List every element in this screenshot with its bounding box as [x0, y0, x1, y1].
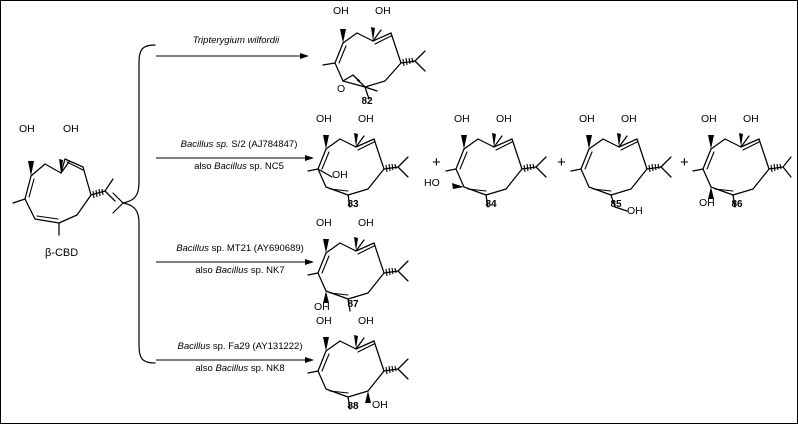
product-86-structure: OH OH OH	[691, 113, 797, 209]
cembranoid-85-skeleton	[570, 133, 672, 212]
bcbd-skeleton	[12, 158, 116, 236]
hash-wedge-isopropyl-85	[648, 163, 660, 173]
branch-3-also-prefix: also	[195, 265, 216, 276]
product-84-ho-lower: HO	[424, 177, 440, 189]
product-85-ch2oh: OH	[627, 205, 643, 217]
cembranoid-84-skeleton	[445, 133, 547, 208]
cembranoid-86-skeleton	[692, 133, 792, 208]
branch-4-organism-line2: also Bacillus sp. NK8	[156, 363, 324, 374]
cembranoid-82-skeleton	[322, 27, 426, 100]
product-82-oh-right: OH	[375, 5, 391, 17]
branch-2-genus-2: Bacillus	[214, 161, 247, 172]
product-82-structure: OH OH O	[319, 5, 451, 100]
cembranoid-87-skeleton	[307, 237, 409, 312]
product-85-number: 85	[610, 199, 622, 210]
product-84-structure: OH OH HO	[424, 113, 562, 208]
branch-2-organism-line1: Bacillus sp. S/2 (AJ784847)	[159, 139, 319, 150]
product-82-epoxide-o: O	[337, 83, 346, 95]
branch-2-also-prefix: also	[194, 161, 215, 172]
branch-4-genus-2: Bacillus	[215, 363, 249, 374]
hash-wedge-isopropyl-83	[385, 163, 397, 173]
branch-4-also-prefix: also	[195, 363, 216, 374]
product-88-oh-lower: OH	[372, 399, 388, 411]
product-82-oh-left: OH	[333, 5, 349, 17]
product-86-oh-lower: OH	[699, 197, 715, 209]
branch-3-genus: Bacillus	[176, 243, 209, 254]
product-88-oh-left: OH	[316, 315, 332, 327]
product-83-number: 83	[347, 199, 359, 210]
product-87-structure: OH OH OH	[306, 217, 430, 313]
hash-wedge-isopropyl-88	[385, 365, 397, 375]
plus-85-86: +	[680, 154, 689, 171]
hash-wedge-isopropyl-84	[523, 163, 535, 173]
product-83-oh-inner: OH	[332, 169, 348, 181]
product-87-oh-left: OH	[316, 217, 332, 229]
branch-4-arrow	[156, 355, 316, 367]
branch-4-strain-2: sp. NK8	[248, 363, 285, 374]
hash-wedge-isopropyl	[92, 188, 104, 199]
product-88-structure: OH OH OH	[306, 315, 434, 411]
branch-2-strain: S/2 (AJ784847)	[228, 139, 298, 150]
hash-wedge-isopropyl-86	[770, 163, 782, 173]
substrate-oh-label-left: OH	[19, 123, 35, 135]
plus-83-84: +	[432, 154, 441, 171]
branch-3-organism-line2: also Bacillus sp. NK7	[156, 265, 324, 276]
product-84-oh-left: OH	[454, 113, 470, 125]
product-83-oh-right: OH	[358, 113, 374, 125]
product-86-number: 86	[731, 199, 743, 210]
product-83-structure: OH OH OH	[306, 113, 424, 208]
hash-wedge-isopropyl-87	[385, 267, 397, 277]
product-87-oh-right: OH	[358, 217, 374, 229]
product-88-number: 88	[347, 401, 359, 412]
branch-4-strain: sp. Fa29 (AY131222)	[210, 341, 303, 352]
product-88-oh-right: OH	[358, 315, 374, 327]
product-83-oh-left: OH	[316, 113, 332, 125]
branch-2-organism-line2: also Bacillus sp. NC5	[159, 161, 319, 172]
product-85-oh-left: OH	[579, 113, 595, 125]
branch-4-organism-line1: Bacillus sp. Fa29 (AY131222)	[156, 341, 324, 352]
product-86-oh-right: OH	[743, 113, 759, 125]
substrate-structure-bcbd: OH OH	[9, 123, 129, 241]
branching-brace	[111, 41, 157, 371]
branch-1-arrow	[156, 51, 311, 63]
product-84-oh-right: OH	[496, 113, 512, 125]
product-87-oh-lower: OH	[314, 301, 330, 313]
product-86-oh-left: OH	[701, 113, 717, 125]
epoxide-hash-82	[354, 76, 363, 85]
substrate-oh-label-right: OH	[63, 123, 79, 135]
branch-2-strain-2: sp. NC5	[246, 161, 284, 172]
branch-4-genus: Bacillus	[177, 341, 211, 352]
plus-84-85: +	[557, 154, 566, 171]
branch-2-arrow	[156, 153, 316, 165]
hash-wedge-isopropyl-82	[402, 57, 414, 67]
product-85-oh-right: OH	[621, 113, 637, 125]
branch-1-organism-label: Tripterygium wilfordii	[192, 35, 280, 46]
product-87-number: 87	[347, 299, 359, 310]
branch-2-genus: Bacillus sp.	[180, 139, 229, 150]
product-82-number: 82	[361, 96, 373, 107]
cembranoid-88-skeleton	[307, 335, 409, 410]
substrate-name-label: β-CBD	[45, 247, 79, 259]
branch-3-organism-line1: Bacillus sp. MT21 (AY690689)	[156, 243, 324, 254]
branch-3-strain: sp. MT21 (AY690689)	[208, 243, 304, 254]
cembranoid-83-skeleton	[307, 133, 409, 208]
branch-3-arrow	[156, 257, 316, 269]
branch-3-strain-2: sp. NK7	[248, 265, 285, 276]
product-84-number: 84	[485, 199, 497, 210]
branch-3-genus-2: Bacillus	[215, 265, 249, 276]
product-85-structure: OH OH OH	[569, 113, 687, 217]
